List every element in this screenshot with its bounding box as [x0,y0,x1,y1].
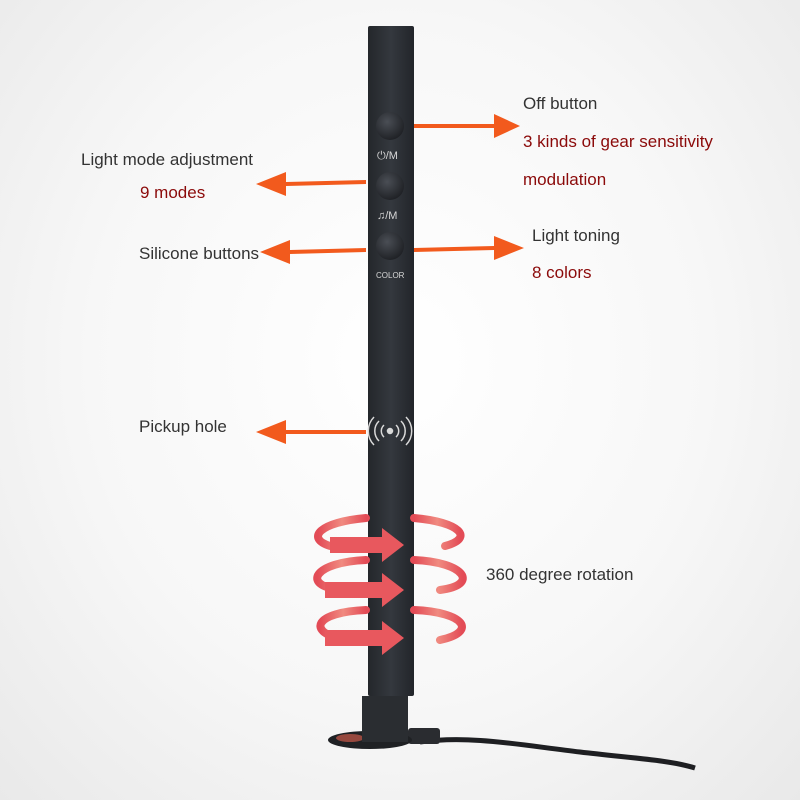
pickup-title: Pickup hole [139,417,227,436]
rotation-arrow-1 [330,528,404,562]
callout-arrows [256,114,524,444]
music-mode-button [376,172,404,200]
arrow-light-toning [414,236,524,260]
arrow-light-mode [256,172,366,196]
off-button-detail-2: modulation [523,170,607,189]
silicone-title: Silicone buttons [139,244,260,263]
base-stem [362,696,408,742]
rotation-arrow-2 [325,573,404,607]
color-button [376,232,404,260]
sound-wave-icon [367,416,413,446]
power-mode-mark: ⏻/M [377,150,398,162]
music-mode-mark: ♫/M [377,210,398,222]
arrow-silicone [260,240,366,264]
light-mode-title: Light mode adjustment [81,150,253,169]
light-toning-detail: 8 colors [532,263,592,282]
power-cable [419,737,696,771]
off-button-title: Off button [523,94,598,113]
light-mode-detail: 9 modes [140,183,206,202]
power-button [376,112,404,140]
light-toning-title: Light toning [532,226,620,245]
arrow-off-button [414,114,520,138]
rotation-arrow-3 [325,621,404,655]
rotation-title: 360 degree rotation [486,565,634,584]
off-button-detail-1: 3 kinds of gear sensitivity [523,132,713,151]
color-mark: COLOR [376,271,405,280]
cable-plug [408,728,440,744]
rotation-swirl-1 [314,514,465,550]
arrow-pickup [256,420,366,444]
